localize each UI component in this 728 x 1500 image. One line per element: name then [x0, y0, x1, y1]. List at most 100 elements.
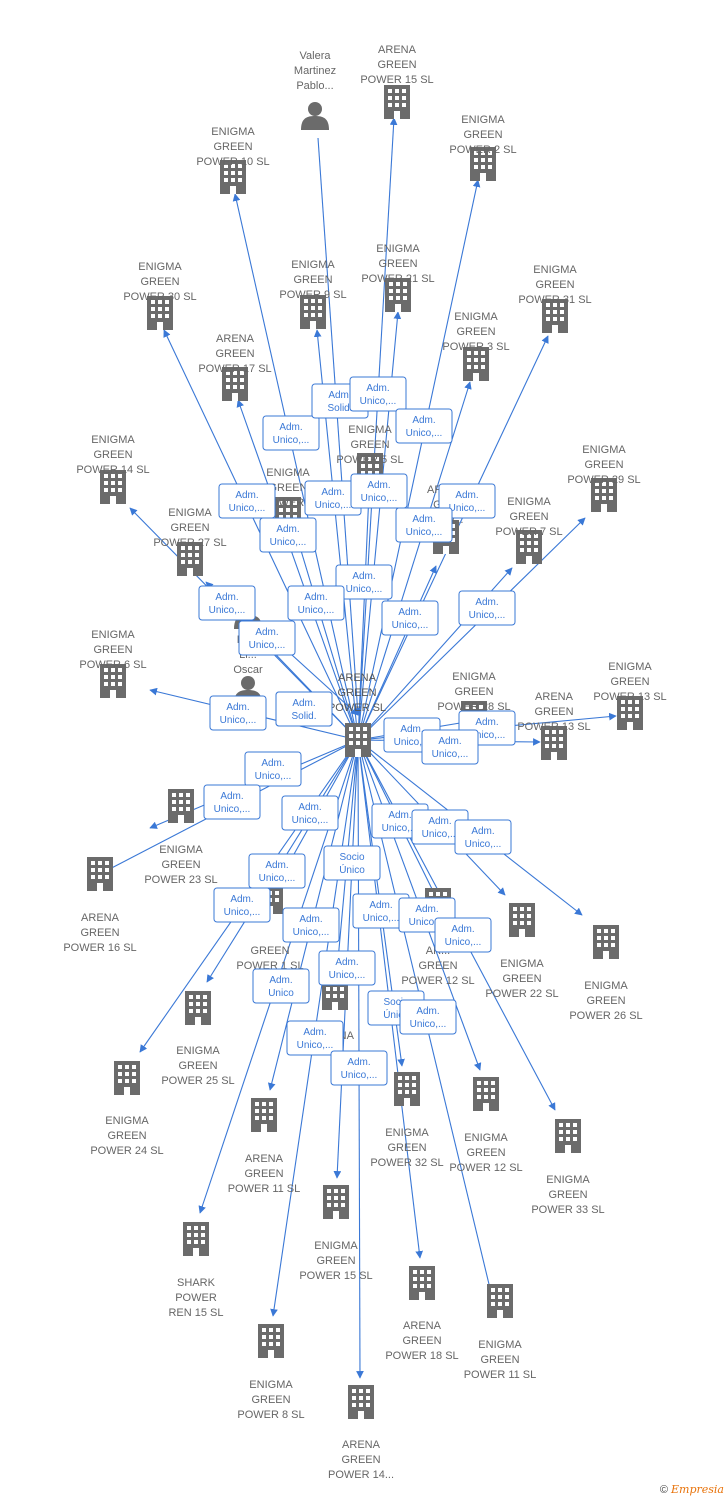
relation-badge-text: Adm.Unico,...: [410, 1006, 447, 1030]
building-icon[interactable]: [323, 1185, 349, 1219]
relation-badge[interactable]: Adm.Unico,...: [259, 517, 317, 553]
person-icon[interactable]: [301, 102, 329, 130]
relation-badge[interactable]: Adm.Unico,...: [282, 907, 340, 943]
relation-badge[interactable]: Adm.Unico,...: [352, 893, 410, 929]
building-icon[interactable]: [185, 991, 211, 1025]
relation-badge[interactable]: Adm.Unico,...: [218, 483, 276, 519]
relation-badge[interactable]: Adm.Unico,...: [244, 751, 302, 787]
relation-badge[interactable]: Adm.Unico,...: [238, 620, 296, 656]
relation-badge[interactable]: Adm.Unico,...: [381, 600, 439, 636]
relation-badge[interactable]: Adm.Unico,...: [350, 473, 408, 509]
building-icon[interactable]: [348, 1385, 374, 1419]
relation-badge[interactable]: Adm.Unico,...: [213, 887, 271, 923]
building-icon[interactable]: [593, 925, 619, 959]
relation-badge[interactable]: Adm.Unico,...: [395, 507, 453, 543]
building-icon[interactable]: [409, 1266, 435, 1300]
relation-badge-text: Adm.Unico,...: [469, 717, 506, 741]
relation-badge-text: Adm.Unico,...: [363, 900, 400, 924]
relation-badge[interactable]: Adm.Unico,...: [421, 729, 479, 765]
brand-logo-text[interactable]: Empresia: [671, 1483, 724, 1496]
relation-badge-text: Adm.Unico,...: [382, 810, 419, 834]
building-icon[interactable]: [473, 1077, 499, 1111]
relation-badge[interactable]: Adm.Unico,...: [395, 408, 453, 444]
relation-badge-text: Adm.Unico,...: [214, 791, 251, 815]
relation-badge-text: Adm.Unico,...: [293, 914, 330, 938]
relation-badge-text: Adm.Unico,...: [406, 415, 443, 439]
relation-badge[interactable]: Adm.Unico,...: [248, 853, 306, 889]
relation-badge[interactable]: Adm.Unico,...: [458, 590, 516, 626]
relation-badge-text: Adm.Unico,...: [298, 592, 335, 616]
relation-badge-text: Adm.Unico,...: [255, 758, 292, 782]
building-icon[interactable]: [509, 903, 535, 937]
relation-badge[interactable]: Adm.Unico,...: [286, 1020, 344, 1056]
relation-badge-text: Adm.Unico,...: [346, 571, 383, 595]
relation-badge[interactable]: Adm.Unico: [252, 968, 310, 1004]
edge-eg10: [232, 193, 359, 741]
building-icon[interactable]: [258, 1324, 284, 1358]
building-icon[interactable]: [487, 1284, 513, 1318]
relation-badge[interactable]: Adm.Unico,...: [399, 999, 457, 1035]
relation-badge[interactable]: Adm.Unico,...: [349, 376, 407, 412]
relation-badge-text: Adm.Unico,...: [259, 860, 296, 884]
building-icon[interactable]: [555, 1119, 581, 1153]
relation-badge[interactable]: Adm.Unico,...: [330, 1050, 388, 1086]
relation-badge-text: Adm.Unico,...: [341, 1057, 378, 1081]
relation-badge[interactable]: Adm.Solid.: [275, 691, 333, 727]
relation-badge-text: Adm.Unico,...: [409, 904, 446, 928]
relation-badge[interactable]: Adm.Unico,...: [198, 585, 256, 621]
relation-badge-text: Adm.Unico,...: [469, 597, 506, 621]
relation-badge[interactable]: Adm.Unico,...: [335, 564, 393, 600]
relation-badge-text: Adm.Unico,...: [422, 816, 459, 840]
relation-badge-text: Adm.Solid.: [291, 698, 316, 722]
relation-badge-text: Adm.Unico,...: [224, 894, 261, 918]
building-icon[interactable]: [384, 85, 410, 119]
relation-badge-text: Adm.Unico,...: [465, 826, 502, 850]
building-icon[interactable]: [251, 1098, 277, 1132]
relation-badge[interactable]: Adm.Unico,...: [209, 695, 267, 731]
building-icon[interactable]: [183, 1222, 209, 1256]
relation-badge[interactable]: Adm.Unico,...: [434, 917, 492, 953]
edge-ag17: [236, 399, 359, 741]
relation-badge[interactable]: Adm.Unico,...: [454, 819, 512, 855]
edge-agred: [357, 565, 437, 741]
relation-badge[interactable]: Adm.Unico,...: [287, 585, 345, 621]
building-icon[interactable]: [114, 1061, 140, 1095]
relation-badge-text: Adm.Unico,...: [273, 422, 310, 446]
relation-badge[interactable]: Adm.Unico,...: [438, 483, 496, 519]
relation-badge[interactable]: Adm.Unico,...: [281, 795, 339, 831]
relation-badge[interactable]: Adm.Unico,...: [203, 784, 261, 820]
relation-badge[interactable]: Adm.Unico,...: [262, 415, 320, 451]
relation-badge-text: Adm.Unico,...: [220, 702, 257, 726]
building-icon[interactable]: [168, 789, 194, 823]
building-icon[interactable]: [345, 723, 371, 757]
relation-badge[interactable]: Adm.Unico,...: [318, 950, 376, 986]
relation-badge-text: Adm.Unico,...: [394, 724, 431, 748]
edge-eg29: [357, 517, 586, 741]
relation-badge-text: Adm.Unico,...: [249, 627, 286, 651]
building-icon[interactable]: [394, 1072, 420, 1106]
building-icon[interactable]: [87, 857, 113, 891]
